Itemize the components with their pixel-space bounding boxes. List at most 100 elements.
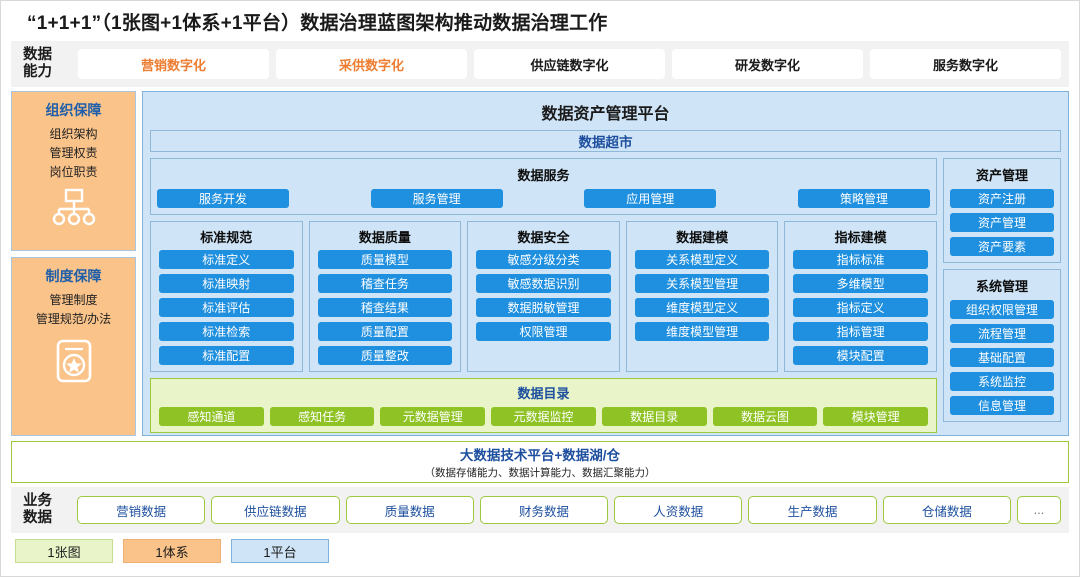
platform-title: 数据资产管理平台 [541, 106, 670, 123]
capability-item-rnd[interactable]: 研发数字化 [672, 49, 863, 79]
guarantee-title-organization: 组织保障 [45, 102, 102, 118]
permission-manage-button[interactable]: 权限管理 [476, 322, 611, 341]
business-item-supplychain[interactable]: 供应链数据 [211, 496, 340, 524]
domain-buttons-standard: 标准定义 标准映射 标准评估 标准检索 标准配置 [159, 250, 294, 365]
service-button-app[interactable]: 应用管理 [584, 189, 717, 208]
business-data-row: 业务 数据 营销数据 供应链数据 质量数据 财务数据 人资数据 生产数据 仓储数… [11, 487, 1069, 533]
guarantee-item: 管理权责 [49, 146, 98, 160]
capability-item-procurement[interactable]: 采供数字化 [276, 49, 467, 79]
data-masking-button[interactable]: 数据脱敏管理 [476, 298, 611, 317]
process-manage-button[interactable]: 流程管理 [950, 324, 1054, 343]
guarantee-item: 岗位职责 [49, 165, 98, 179]
quality-rectify-button[interactable]: 质量整改 [317, 346, 453, 365]
system-management-title: 系统管理 [975, 279, 1028, 294]
bigdata-platform-bar: 大数据技术平台+数据湖/仓 （数据存储能力、数据计算能力、数据汇聚能力） [11, 441, 1069, 483]
relation-model-define-button[interactable]: 关系模型定义 [634, 250, 770, 269]
standard-define-button[interactable]: 标准定义 [159, 250, 294, 269]
business-item-warehouse[interactable]: 仓储数据 [882, 496, 1011, 524]
bigdata-platform-title: 大数据技术平台+数据湖/仓 [459, 448, 621, 463]
audit-task-button[interactable]: 稽查任务 [317, 274, 453, 293]
audit-result-button[interactable]: 稽查结果 [317, 298, 453, 317]
data-catalog-title: 数据目录 [517, 386, 570, 401]
domain-quality: 数据质量 质量模型 稽查任务 稽查结果 质量配置 质量整改 [308, 221, 462, 372]
data-asset-platform: 数据资产管理平台 数据超市 数据服务 服务开发 服务管理 应用管理 策略管理 [142, 91, 1069, 436]
business-data-label-line2: 数据 [23, 510, 52, 526]
metadata-monitor-button[interactable]: 元数据监控 [491, 407, 596, 426]
asset-manage-button[interactable]: 资产管理 [950, 213, 1054, 232]
standard-config-button[interactable]: 标准配置 [159, 346, 294, 365]
legend-item-one-system: 1体系 [123, 539, 221, 563]
sense-task-button[interactable]: 感知任务 [269, 407, 375, 426]
standard-mapping-button[interactable]: 标准映射 [159, 274, 294, 293]
standard-assess-button[interactable]: 标准评估 [159, 298, 294, 317]
guarantee-item: 管理规范/办法 [35, 312, 112, 326]
service-button-dev[interactable]: 服务开发 [157, 189, 289, 208]
guarantee-item: 组织架构 [49, 127, 98, 141]
sensitive-classification-button[interactable]: 敏感分级分类 [476, 250, 611, 269]
data-service-panel: 数据服务 服务开发 服务管理 应用管理 策略管理 [150, 158, 937, 215]
metadata-manage-button[interactable]: 元数据管理 [380, 407, 486, 426]
guarantee-box-policy[interactable]: 制度保障 管理制度 管理规范/办法 [11, 257, 136, 436]
data-catalog-button[interactable]: 数据目录 [601, 407, 707, 426]
system-monitor-button[interactable]: 系统监控 [950, 372, 1054, 391]
platform-right-column: 资产管理 资产注册 资产管理 资产要素 系统管理 组织权限管理 流程管理 基础配… [943, 158, 1061, 433]
data-capability-row: 数据 能力 营销数字化 采供数字化 供应链数字化 研发数字化 服务数字化 [11, 41, 1069, 87]
domain-title-security: 数据安全 [517, 230, 570, 245]
business-item-hr[interactable]: 人资数据 [614, 496, 743, 524]
dimension-model-define-button[interactable]: 维度模型定义 [634, 298, 770, 317]
legend-item-one-map: 1张图 [15, 539, 113, 563]
business-item-marketing[interactable]: 营销数据 [77, 496, 206, 524]
business-item-quality[interactable]: 质量数据 [345, 496, 474, 524]
policy-document-icon [12, 338, 135, 388]
data-catalog-buttons: 感知通道 感知任务 元数据管理 元数据监控 数据目录 数据云图 模块管理 [159, 407, 929, 426]
guarantee-item: 管理制度 [49, 293, 98, 307]
capability-item-supplychain[interactable]: 供应链数字化 [474, 49, 665, 79]
guarantee-box-organization[interactable]: 组织保障 组织架构 管理权责 岗位职责 [11, 91, 136, 251]
org-permission-button[interactable]: 组织权限管理 [950, 300, 1054, 319]
sense-channel-button[interactable]: 感知通道 [159, 407, 264, 426]
sensitive-identify-button[interactable]: 敏感数据识别 [476, 274, 611, 293]
capability-item-marketing[interactable]: 营销数字化 [78, 49, 269, 79]
domain-buttons-indicator: 指标标准 多维模型 指标定义 指标管理 模块配置 [793, 250, 928, 365]
dimension-model-manage-button[interactable]: 维度模型管理 [634, 322, 770, 341]
data-service-buttons: 服务开发 服务管理 应用管理 策略管理 [157, 189, 930, 208]
guarantee-column: 组织保障 组织架构 管理权责 岗位职责 [11, 91, 136, 436]
quality-config-button[interactable]: 质量配置 [317, 322, 453, 341]
page-title: “1+1+1”（1张图+1体系+1平台）数据治理蓝图架构推动数据治理工作 [27, 12, 608, 34]
catalog-module-manage-button[interactable]: 模块管理 [823, 407, 929, 426]
business-item-more[interactable]: ... [1016, 496, 1061, 524]
quality-model-button[interactable]: 质量模型 [317, 250, 453, 269]
indicator-manage-button[interactable]: 指标管理 [793, 322, 928, 341]
legend: 1张图 1体系 1平台 [11, 539, 1069, 563]
asset-element-button[interactable]: 资产要素 [950, 237, 1054, 256]
indicator-define-button[interactable]: 指标定义 [793, 298, 928, 317]
service-button-manage[interactable]: 服务管理 [370, 189, 503, 208]
indicator-standard-button[interactable]: 指标标准 [793, 250, 928, 269]
asset-management-title: 资产管理 [975, 168, 1028, 183]
middle-region: 组织保障 组织架构 管理权责 岗位职责 [11, 91, 1069, 436]
module-config-button[interactable]: 模块配置 [793, 346, 928, 365]
business-data-label-line1: 业务 [23, 493, 52, 509]
service-button-policy[interactable]: 策略管理 [797, 189, 930, 208]
data-cloudmap-button[interactable]: 数据云图 [712, 407, 818, 426]
domain-buttons-modeling: 关系模型定义 关系模型管理 维度模型定义 维度模型管理 [634, 250, 770, 341]
domain-modeling: 数据建模 关系模型定义 关系模型管理 维度模型定义 维度模型管理 [625, 221, 779, 372]
multi-dimension-model-button[interactable]: 多维模型 [793, 274, 928, 293]
relation-model-manage-button[interactable]: 关系模型管理 [634, 274, 770, 293]
info-manage-button[interactable]: 信息管理 [950, 396, 1054, 415]
business-item-finance[interactable]: 财务数据 [479, 496, 609, 524]
domain-indicator: 指标建模 指标标准 多维模型 指标定义 指标管理 模块配置 [784, 221, 937, 372]
domain-security: 数据安全 敏感分级分类 敏感数据识别 数据脱敏管理 权限管理 [467, 221, 620, 372]
data-supermarket-bar[interactable]: 数据超市 [150, 130, 1061, 152]
business-data-label: 业务 数据 [19, 493, 71, 527]
org-chart-icon [12, 187, 135, 227]
asset-register-button[interactable]: 资产注册 [950, 189, 1054, 208]
standard-search-button[interactable]: 标准检索 [159, 322, 294, 341]
domain-buttons-security: 敏感分级分类 敏感数据识别 数据脱敏管理 权限管理 [476, 250, 611, 341]
business-item-production[interactable]: 生产数据 [748, 496, 877, 524]
data-capability-label: 数据 能力 [19, 47, 71, 81]
base-config-button[interactable]: 基础配置 [950, 348, 1054, 367]
capability-item-service[interactable]: 服务数字化 [870, 49, 1061, 79]
asset-management-panel: 资产管理 资产注册 资产管理 资产要素 [943, 158, 1061, 263]
